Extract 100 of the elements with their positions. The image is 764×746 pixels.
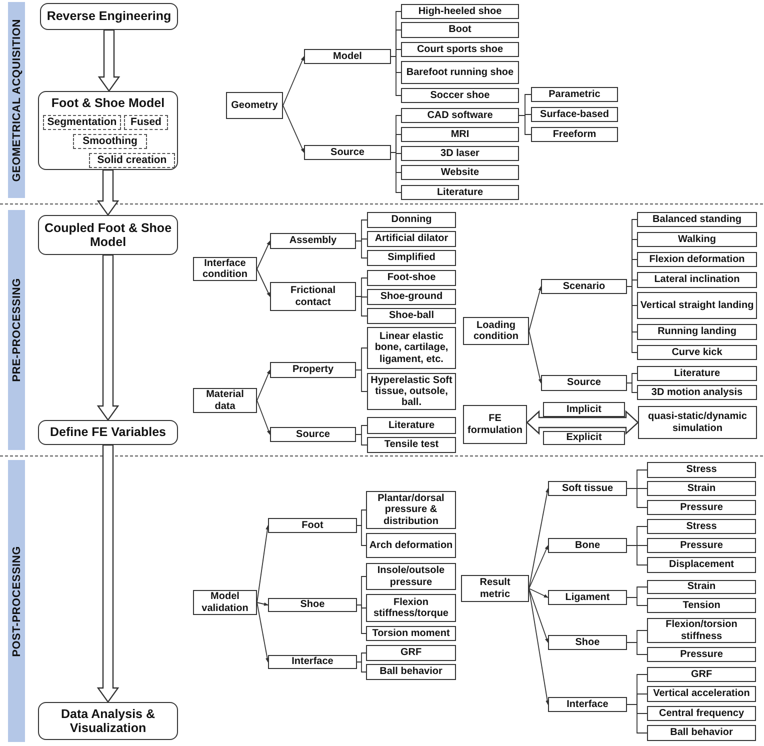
node-label: Shoe-ball: [388, 310, 434, 322]
node-label: Pressure: [680, 540, 723, 552]
category-box: [367, 289, 456, 305]
node-label: Interface: [292, 656, 334, 668]
category-box: [193, 590, 257, 615]
node-label: Property: [292, 364, 334, 376]
category-box: [367, 231, 456, 247]
category-box: [637, 252, 757, 267]
category-box: [548, 697, 627, 712]
stage-box: [38, 215, 178, 255]
category-box: [541, 279, 627, 294]
node-label: Data Analysis & Visualization: [60, 706, 156, 736]
node-label: Literature: [674, 368, 720, 380]
category-box: [637, 232, 757, 247]
bracket-connector: [356, 662, 366, 672]
category-box: [367, 327, 456, 369]
category-box: [367, 417, 456, 434]
node-label: Frictional contact: [289, 285, 336, 308]
arrow: [256, 268, 270, 297]
node-label: Bone: [575, 540, 600, 552]
node-label: Foot-shoe: [387, 272, 436, 284]
category-box: [647, 557, 756, 573]
category-box: [637, 385, 757, 400]
node-label: Flexion/torsion stiffness: [664, 619, 738, 642]
node-label: Literature: [436, 186, 484, 198]
category-box: [531, 107, 618, 122]
node-label: Parametric: [548, 88, 600, 100]
node-label: Displacement: [668, 559, 734, 571]
arrow: [256, 240, 270, 270]
node-label: Insole/outsole pressure: [376, 565, 446, 588]
node-label: Shoe: [575, 636, 600, 648]
node-label: Foot: [302, 520, 324, 532]
category-box: [531, 87, 618, 102]
node-label: Hyperelastic Soft tissue, outsole, ball.: [370, 374, 453, 408]
stage-box: [38, 702, 178, 740]
node-label: Foot & Shoe Model: [50, 96, 166, 110]
section-band: [8, 2, 25, 198]
category-box: [304, 145, 391, 160]
bracket-connector: [626, 704, 648, 734]
category-box: [647, 706, 756, 721]
section-label: PRE-PROCESSING: [10, 278, 22, 382]
node-label: Website: [440, 166, 480, 178]
arrow: [282, 105, 304, 153]
arrow: [256, 370, 270, 401]
block-arrow: [96, 444, 120, 704]
node-label: Model validation: [200, 591, 250, 614]
category-box: [401, 88, 519, 103]
category-box: [647, 686, 756, 702]
category-box: [647, 481, 756, 496]
node-label: Define FE Variables: [50, 425, 166, 440]
category-box: [367, 250, 456, 266]
category-box: [401, 4, 519, 19]
node-label: FE formulation: [466, 413, 524, 436]
category-box: [366, 491, 456, 529]
category-box: [637, 212, 757, 227]
arrow: [256, 400, 270, 435]
category-box: [366, 664, 456, 680]
category-box: [543, 402, 625, 417]
bracket-connector: [626, 642, 648, 655]
category-box: [401, 42, 519, 57]
node-label: Loading condition: [472, 320, 520, 342]
category-box: [268, 518, 357, 533]
category-box: [401, 127, 519, 142]
node-label: Stress: [686, 520, 717, 532]
step-box: [89, 153, 175, 168]
node-label: Source: [567, 377, 601, 389]
category-box: [637, 272, 757, 288]
category-box: [543, 431, 625, 445]
category-box: [637, 345, 757, 360]
category-box: [548, 635, 627, 650]
bracket-connector: [356, 604, 366, 634]
node-label: Court sports shoe: [416, 44, 504, 56]
node-label: Linear elastic bone, cartilage, ligament, etc.: [374, 331, 450, 365]
arrow: [528, 588, 548, 598]
category-box: [193, 257, 257, 281]
node-label: Torsion moment: [372, 628, 450, 640]
arrow: [256, 602, 268, 606]
category-box: [367, 270, 456, 286]
node-label: Model: [333, 50, 362, 62]
step-box: [43, 115, 121, 130]
category-box: [637, 324, 757, 340]
node-label: Assembly: [289, 235, 337, 247]
category-box: [366, 645, 456, 661]
node-label: 3D laser: [440, 148, 480, 160]
bracket-connector: [626, 382, 638, 393]
node-label: Pressure: [680, 648, 723, 660]
node-label: Freeform: [552, 128, 596, 140]
bracket-connector: [356, 525, 366, 546]
node-label: Tension: [682, 600, 720, 612]
node-label: Scenario: [562, 280, 606, 292]
node-label: Segmentation: [47, 116, 117, 128]
category-box: [193, 388, 257, 413]
category-box: [270, 427, 356, 442]
node-label: Coupled Foot & Shoe Model: [43, 220, 173, 250]
node-label: Shoe-ground: [380, 291, 443, 303]
stage-box: [38, 91, 178, 170]
node-label: GRF: [400, 647, 422, 659]
node-label: Ball behavior: [670, 727, 733, 739]
node-label: Strain: [687, 482, 716, 494]
bracket-connector: [518, 115, 532, 135]
